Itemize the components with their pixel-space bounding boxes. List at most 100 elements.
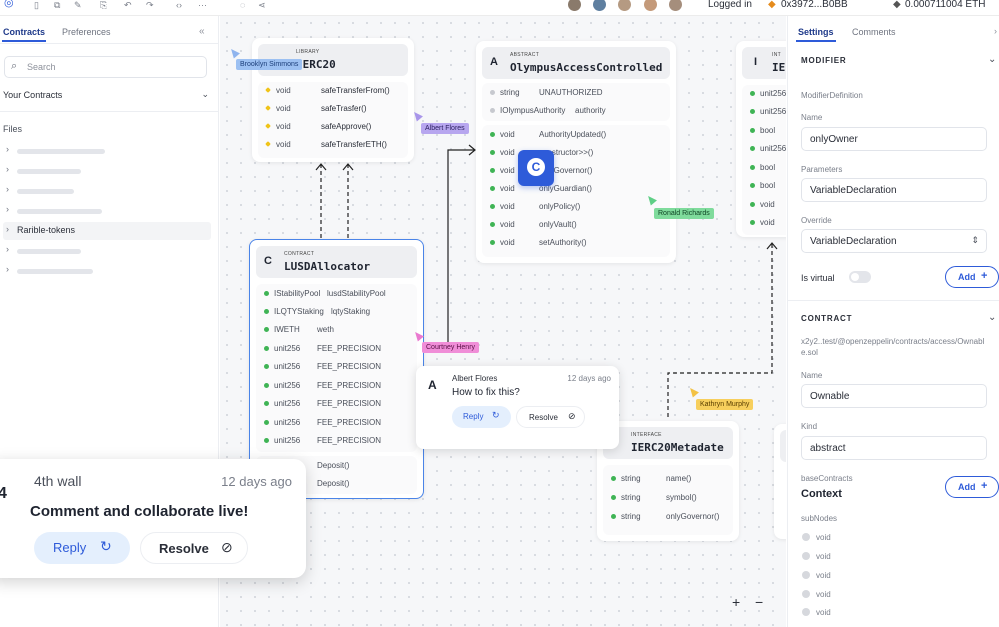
is-virtual-toggle[interactable] bbox=[849, 271, 871, 283]
radio-icon[interactable] bbox=[802, 533, 810, 541]
field-row[interactable]: unit256 bbox=[742, 140, 786, 158]
contract-name-field[interactable]: Ownable bbox=[801, 384, 987, 408]
contract-kind-field[interactable]: abstract bbox=[801, 436, 987, 460]
wallet-address[interactable]: 0x3972...B0BB bbox=[781, 0, 848, 10]
drag-node-badge[interactable]: C bbox=[518, 150, 554, 186]
export-icon[interactable]: ⎘ bbox=[100, 0, 108, 10]
field-row[interactable]: void bbox=[742, 196, 786, 214]
file-tree-item[interactable]: › bbox=[6, 162, 211, 180]
tab-comments[interactable]: Comments bbox=[852, 27, 896, 37]
zoom-in-button[interactable]: + bbox=[732, 594, 741, 610]
avatar[interactable] bbox=[668, 0, 683, 12]
modifier-name-field[interactable]: onlyOwner bbox=[801, 127, 987, 151]
override-select[interactable]: VariableDeclaration ⇕ bbox=[801, 229, 987, 253]
file-icon[interactable]: ▯ bbox=[34, 0, 39, 10]
radio-icon[interactable] bbox=[802, 590, 810, 598]
redo-icon[interactable]: ↷ bbox=[146, 0, 154, 10]
resolve-button[interactable]: Resolve ⊘ bbox=[516, 406, 585, 428]
comment-icon[interactable]: ◌ bbox=[240, 0, 246, 10]
method-row[interactable]: Deposit() bbox=[256, 475, 417, 493]
node-partial[interactable] bbox=[774, 424, 786, 539]
file-tree-item[interactable]: › bbox=[6, 182, 211, 200]
field-row[interactable]: bool bbox=[742, 122, 786, 140]
field-row[interactable]: unit256 bbox=[742, 85, 786, 103]
more-icon[interactable]: ··· bbox=[198, 0, 207, 10]
reply-button[interactable]: Reply ↻ bbox=[452, 406, 511, 428]
method-row[interactable]: Deposit() bbox=[256, 457, 417, 475]
tab-settings[interactable]: Settings bbox=[798, 27, 834, 37]
radio-icon[interactable] bbox=[802, 608, 810, 616]
radio-icon[interactable] bbox=[802, 571, 810, 579]
tab-preferences[interactable]: Preferences bbox=[62, 27, 111, 37]
field-row[interactable]: void bbox=[742, 214, 786, 232]
search-input[interactable] bbox=[27, 60, 197, 74]
resolve-button[interactable]: Resolve ⊘ bbox=[140, 532, 248, 564]
file-tree-item[interactable]: › bbox=[6, 262, 211, 280]
kind-label: Kind bbox=[801, 422, 818, 431]
edit-icon[interactable]: ✎ bbox=[74, 0, 82, 10]
reply-button[interactable]: Reply ↻ bbox=[34, 532, 130, 564]
chevron-down-icon[interactable]: ⌄ bbox=[988, 54, 997, 65]
file-tree-item[interactable]: › bbox=[6, 202, 211, 220]
radio-icon[interactable] bbox=[802, 552, 810, 560]
add-modifier-button[interactable]: Add + bbox=[945, 266, 999, 288]
add-base-contract-button[interactable]: Add + bbox=[945, 476, 999, 498]
zoom-out-button[interactable]: − bbox=[755, 594, 764, 610]
node-ie-partial[interactable]: I INT IE unit256 unit256 bool unit256 bo… bbox=[736, 41, 786, 237]
field-row[interactable]: bool bbox=[742, 177, 786, 195]
dot-icon bbox=[264, 346, 269, 351]
undo-icon[interactable]: ↶ bbox=[124, 0, 132, 10]
file-tree-item[interactable]: › bbox=[6, 142, 211, 160]
file-tree-item-rarible[interactable]: ›Rarible-tokens bbox=[3, 222, 211, 240]
your-contracts-dropdown[interactable]: Your Contracts ⌄ bbox=[3, 89, 211, 100]
avatar[interactable] bbox=[567, 0, 582, 12]
copy-icon[interactable]: ⧉ bbox=[54, 0, 61, 10]
field-row[interactable]: unit256 bbox=[742, 103, 786, 121]
node-olympus-access-controlled[interactable]: A ABSTRACT OlympusAccessControlled strin… bbox=[476, 41, 676, 263]
chevron-right-icon[interactable]: › bbox=[994, 26, 997, 36]
chevron-down-icon[interactable]: ⌄ bbox=[988, 312, 997, 323]
comment-card[interactable]: A Albert Flores 12 days ago How to fix t… bbox=[416, 366, 619, 449]
big-comment-card[interactable]: 4 4th wall 12 days ago Comment and colla… bbox=[0, 459, 306, 578]
share-icon[interactable]: ⋖ bbox=[258, 0, 266, 10]
file-tree-item[interactable]: › bbox=[6, 242, 211, 260]
avatar[interactable] bbox=[617, 0, 632, 12]
parameters-field[interactable]: VariableDeclaration bbox=[801, 178, 987, 202]
avatar[interactable] bbox=[592, 0, 607, 12]
node-ierc20-metadate[interactable]: I INTERFACE IERC20Metadate stringname() … bbox=[597, 421, 739, 541]
field-row[interactable]: bool bbox=[742, 159, 786, 177]
tab-contracts[interactable]: Contracts bbox=[3, 27, 46, 37]
code-icon[interactable]: ‹› bbox=[176, 0, 182, 10]
double-chevron-left-icon[interactable]: « bbox=[199, 26, 205, 37]
search-box[interactable]: ⌕ bbox=[4, 56, 207, 78]
avatar[interactable] bbox=[643, 0, 658, 12]
